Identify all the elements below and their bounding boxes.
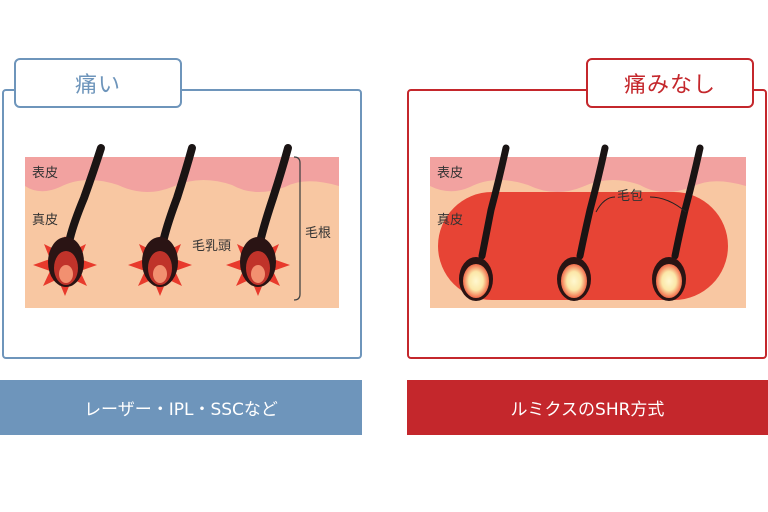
right-panel-tab-label: 痛みなし (623, 73, 716, 98)
left-caption-bar: レーザー・IPL・SSCなど (0, 380, 362, 435)
left-hair-2 (128, 144, 196, 296)
right-epidermis-label: 表皮 (437, 166, 463, 181)
papilla-label: 毛乳頭 (192, 239, 231, 254)
right-epidermis-layer (430, 157, 746, 193)
left-panel-tab-label: 痛い (74, 73, 121, 98)
follicle-label: 毛包 (617, 189, 643, 204)
hair-root-label: 毛根 (305, 226, 331, 241)
hair-root-bracket (293, 156, 301, 301)
follicle-pointer-line (649, 196, 687, 213)
right-caption: ルミクスのSHR方式 (510, 400, 665, 420)
left-panel-tab: 痛い (14, 58, 182, 108)
right-hair-1 (459, 144, 510, 301)
right-hair-3 (652, 144, 704, 301)
left-hair-1 (33, 144, 105, 296)
left-hair-3 (226, 144, 292, 296)
left-caption: レーザー・IPL・SSCなど (84, 400, 278, 420)
right-caption-bar: ルミクスのSHR方式 (407, 380, 768, 435)
left-epidermis-label: 表皮 (32, 166, 58, 181)
follicle-pointer-line (595, 196, 616, 213)
right-hair-2 (557, 144, 609, 301)
right-dermis-label: 真皮 (437, 213, 463, 228)
right-panel-tab: 痛みなし (586, 58, 754, 108)
left-dermis-label: 真皮 (32, 213, 58, 228)
